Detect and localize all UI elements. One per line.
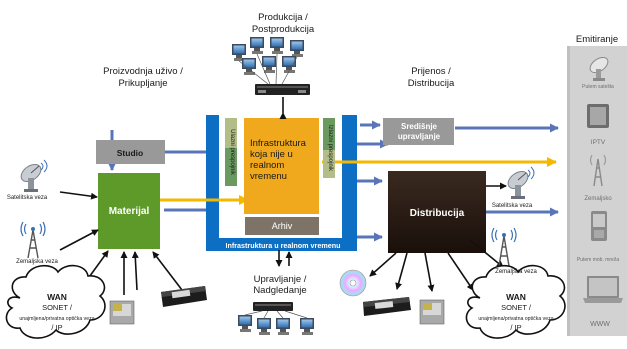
tape-cartridge-right-icon	[363, 297, 411, 316]
realtime-infrastructure-label: Infrastruktura u realnom vremenu	[225, 241, 340, 250]
izlazni-prespojnik-box: Izlazni prespojnik	[323, 118, 335, 178]
arhiv-label: Arhiv	[272, 221, 293, 231]
monitoring-server-icon	[253, 302, 293, 311]
sredisnje-upravljanje-box	[383, 118, 454, 145]
distribucija-label: Distribucija	[410, 208, 465, 219]
emit-www-label: WWW	[590, 321, 610, 328]
emit-tower-icon	[589, 154, 607, 187]
materijal-label: Materijal	[109, 206, 150, 217]
emit-satellite-icon	[589, 56, 609, 81]
production-computers-icon	[232, 37, 304, 85]
zemaljska-left-label: Zemaljska veza	[16, 259, 58, 265]
arhiv-box	[245, 217, 319, 235]
emit-laptop-icon	[583, 276, 623, 303]
satellite-dish-right-icon	[507, 166, 535, 199]
radio-tower-right-icon	[491, 227, 517, 267]
monitoring-computers-icon	[238, 310, 314, 335]
wan-cloud-left-icon	[5, 264, 106, 339]
satellite-dish-left-icon	[20, 159, 48, 192]
emit-satelit-label: Putem satelita	[582, 84, 614, 90]
radio-tower-left-icon	[20, 221, 46, 259]
ulazni-prespojnik-box: Ulazni prespojnik	[225, 118, 237, 186]
zemaljska-right-label: Zemaljska veza	[495, 269, 537, 275]
materijal-box	[98, 173, 160, 249]
studio-label: Studio	[117, 148, 143, 158]
memory-card-right-icon	[419, 299, 445, 325]
satelitska-left-label: Satelitska veza	[7, 195, 48, 201]
cd-disc-icon	[339, 269, 367, 297]
yellow-flow-arrows	[158, 157, 557, 205]
proizvodnja-label: Proizvodnja uživo /Prikupljanje	[103, 66, 183, 89]
izlazni-prespojnik-label: Izlazni prespojnik	[327, 125, 333, 172]
memory-card-left-icon	[109, 300, 135, 325]
upravljanje-label: Upravljanje /Nadgledanje	[253, 274, 306, 296]
nonrealtime-infrastructure-box	[244, 118, 319, 214]
produkcija-label: Produkcija /Postprodukcija	[252, 12, 315, 35]
wan-cloud-right-icon	[465, 264, 566, 339]
emit-tv-icon	[587, 104, 609, 128]
emit-mob-label: Putem mob. mreža	[577, 257, 619, 263]
emit-mobile-icon	[591, 211, 607, 241]
tape-cartridge-left-icon	[161, 286, 207, 307]
black-connector-arrows	[59, 97, 507, 295]
satelitska-right-label: Satelitska veza	[492, 203, 533, 209]
prijenos-label: Prijenos /Distribucija	[408, 66, 455, 89]
emit-zemaljsko-label: Zemaljsko	[584, 196, 612, 202]
distribucija-box	[388, 171, 486, 253]
studio-box	[96, 140, 165, 164]
emitiranje-label: Emitiranje	[576, 34, 618, 45]
emit-iptv-label: IPTV	[591, 139, 606, 146]
ulazni-prespojnik-label: Ulazni prespojnik	[229, 129, 235, 176]
production-server-icon	[255, 84, 310, 95]
